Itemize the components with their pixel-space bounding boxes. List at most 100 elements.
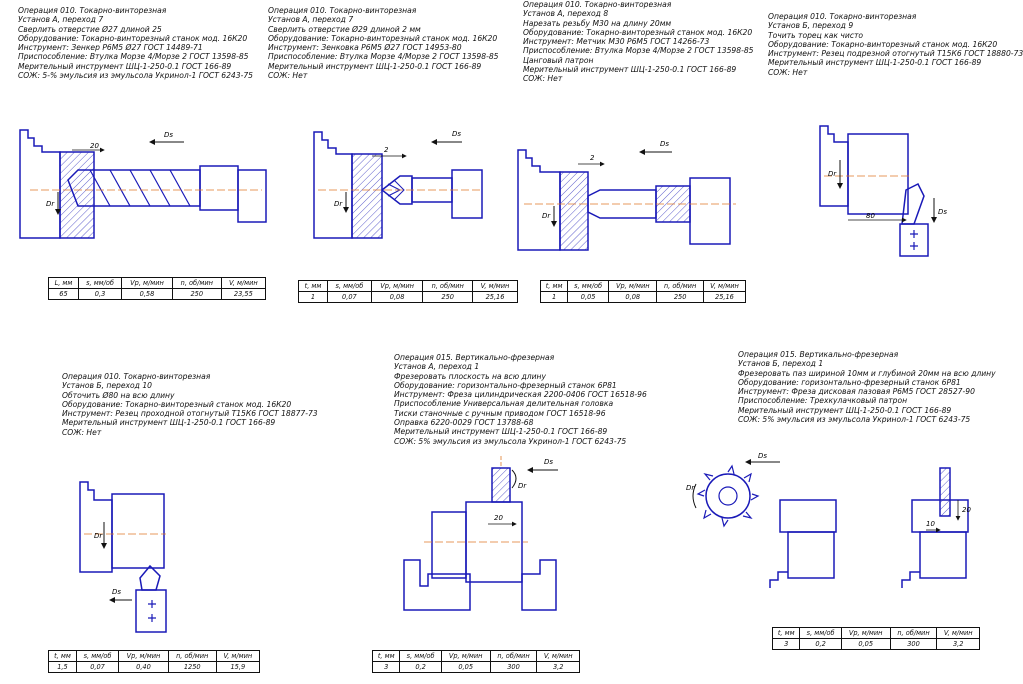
op-line: Мерительный инструмент ШЦ-1-250-0.1 ГОСТ… bbox=[523, 65, 737, 75]
table-cell: 15,9 bbox=[215, 661, 261, 673]
table-cell: 300 bbox=[889, 638, 938, 650]
cutting-mode-table-2: t, мм s, мм/об Vр, м/мин n, об/мин V, м/… bbox=[298, 280, 518, 303]
table-header-cell: n, об/мин bbox=[167, 650, 217, 662]
op-line: Оборудование: Токарно-винторезный станок… bbox=[768, 39, 998, 49]
op-line: Фрезеровать плоскость на всю длину bbox=[394, 371, 546, 381]
tool-holder bbox=[135, 589, 167, 633]
table-row: 3 0,2 0,05 300 3,2 bbox=[771, 638, 980, 650]
op-line: Мерительный инструмент ШЦ-1-250-0.1 ГОСТ… bbox=[62, 418, 276, 428]
table-header-cell: t, мм bbox=[371, 650, 401, 662]
table-cell: 1,5 bbox=[48, 661, 77, 673]
operation-text-5: Операция 010. Токарно-винторезная Устано… bbox=[62, 372, 318, 437]
table-header-row: t, мм s, мм/об Vр, м/мин n, об/мин V, м/… bbox=[371, 650, 580, 662]
op-line: Установ Б, переход 10 bbox=[62, 381, 153, 391]
cutting-mode-table-6: t, мм s, мм/об Vр, м/мин n, об/мин V, м/… bbox=[771, 627, 980, 650]
dim-value: 20 bbox=[962, 506, 971, 514]
sketch-facing: Ds Dr 80 bbox=[819, 125, 947, 257]
vise-left bbox=[403, 559, 471, 611]
chuck-steps-a bbox=[769, 571, 788, 588]
op-line: Мерительный инструмент ШЦ-1-250-0.1 ГОСТ… bbox=[738, 405, 952, 415]
operation-text-6: Операция 015. Вертикально-фрезерная Уста… bbox=[394, 353, 647, 446]
table-header-cell: s, мм/об bbox=[799, 627, 842, 639]
op-line: СОЖ: Нет bbox=[268, 71, 308, 81]
table-header-cell: n, об/мин bbox=[656, 280, 704, 292]
table-cell: 0,58 bbox=[121, 288, 173, 300]
op-line: СОЖ: 5% эмульсия из эмульсола Укринол-1 … bbox=[394, 436, 627, 446]
table-header-cell: t, мм bbox=[539, 280, 569, 292]
table-cell: 0,2 bbox=[799, 638, 842, 650]
op-line: Оборудование: горизонтально-фрезерный ст… bbox=[738, 377, 961, 387]
op-line: Операция 010. Токарно-винторезная bbox=[18, 6, 167, 15]
table-cell: 0,08 bbox=[370, 291, 424, 303]
rotation-label: Dr bbox=[334, 200, 343, 208]
table-cell: 0,05 bbox=[440, 661, 491, 673]
cutter-bore bbox=[718, 486, 738, 506]
rotation-arc bbox=[692, 483, 697, 509]
table-cell: 0,05 bbox=[567, 291, 610, 303]
table-cell: 0,07 bbox=[75, 661, 120, 673]
op-line: Операция 010. Токарно-винторезная bbox=[768, 12, 917, 21]
op-line: СОЖ: Нет bbox=[62, 427, 102, 437]
table-cell: 23,55 bbox=[220, 288, 267, 300]
table-cell: 3 bbox=[371, 661, 401, 673]
chuck-jaws bbox=[19, 129, 61, 239]
table-cell: 0,05 bbox=[840, 638, 891, 650]
op-line: Приспособление: Втулка Морзе 4/Морзе 2 Г… bbox=[18, 52, 249, 62]
workpiece-a bbox=[779, 499, 837, 533]
operation-text-4: Операция 010. Токарно-винторезная Устано… bbox=[768, 12, 1023, 77]
dim-value: 2 bbox=[590, 154, 595, 162]
table-cell: 25,16 bbox=[472, 291, 518, 303]
op-line: Операция 015. Вертикально-фрезерная bbox=[394, 353, 555, 362]
slot-cutter bbox=[939, 467, 951, 517]
drill-flutes bbox=[89, 169, 191, 207]
table-header-cell: V, м/мин bbox=[220, 277, 267, 289]
op-line: Установ Б, переход 9 bbox=[768, 21, 854, 31]
op-line: Оборудование: Токарно-винторезный станок… bbox=[18, 33, 248, 43]
op-line: Оправка 6220-0029 ГОСТ 13788-68 bbox=[394, 418, 534, 428]
table-header-cell: n, об/мин bbox=[171, 277, 222, 289]
vise-right bbox=[521, 559, 557, 611]
op-line: Установ А, переход 1 bbox=[394, 362, 480, 372]
table-header-row: L, мм s, мм/об Vр, м/мин n, об/мин V, м/… bbox=[48, 277, 267, 289]
table-cell: 25,16 bbox=[702, 291, 747, 303]
op-line: Инструмент: Зенкер Р6М5 Ø27 ГОСТ 14489-7… bbox=[18, 43, 203, 53]
table-header-row: t, мм s, мм/об Vр, м/мин n, об/мин V, м/… bbox=[539, 280, 747, 292]
table-row: 1,5 0,07 0,40 1250 15,9 bbox=[48, 661, 261, 673]
rotation-label: Dr bbox=[686, 484, 695, 492]
workpiece bbox=[847, 133, 909, 215]
chuck-jaws bbox=[79, 481, 113, 573]
operation-text-7: Операция 015. Вертикально-фрезерная Уста… bbox=[738, 350, 996, 424]
dim-value: 10 bbox=[926, 520, 935, 528]
feed-label: Ds bbox=[112, 588, 121, 596]
op-line: Сверлить отверстие Ø27 длиной 25 bbox=[18, 24, 162, 34]
feed-label: Ds bbox=[660, 140, 669, 148]
op-line: Тиски станочные с ручным приводом ГОСТ 1… bbox=[394, 408, 606, 418]
dim-value: 2 bbox=[384, 146, 389, 154]
dim-value: 20 bbox=[494, 514, 503, 522]
facing-tool bbox=[901, 182, 925, 225]
op-line: Мерительный инструмент ШЦ-1-250-0.1 ГОСТ… bbox=[768, 58, 982, 68]
workpiece bbox=[111, 493, 165, 569]
sketch-turning: Ds Dr bbox=[79, 481, 167, 633]
table-header-cell: s, мм/об bbox=[567, 280, 610, 292]
table-cell: 250 bbox=[171, 288, 222, 300]
op-line: СОЖ: 5% эмульсия из эмульсола Укринол-1 … bbox=[738, 415, 971, 425]
table-cell: 0,40 bbox=[118, 661, 169, 673]
table-cell: 0,2 bbox=[399, 661, 442, 673]
table-row: 1 0,05 0,08 250 25,16 bbox=[539, 291, 747, 303]
table-header-cell: V, м/мин bbox=[215, 650, 261, 662]
rotation-label: Dr bbox=[46, 200, 55, 208]
table-header-cell: V, м/мин bbox=[702, 280, 747, 292]
dim-value: 80 bbox=[866, 212, 875, 220]
feed-label: Ds bbox=[938, 208, 947, 216]
table-cell: 1250 bbox=[167, 661, 217, 673]
op-line: СОЖ: Нет bbox=[768, 67, 808, 77]
table-header-cell: n, об/мин bbox=[489, 650, 538, 662]
op-line: Оборудование: Токарно-винторезный станок… bbox=[268, 33, 498, 43]
op-line: Установ А, переход 7 bbox=[268, 15, 354, 25]
table-header-cell: V, м/мин bbox=[936, 627, 980, 639]
table-header-cell: Vр, м/мин bbox=[840, 627, 891, 639]
workpiece bbox=[431, 511, 467, 579]
chuck-jaws bbox=[819, 125, 849, 207]
workpiece bbox=[351, 153, 383, 239]
